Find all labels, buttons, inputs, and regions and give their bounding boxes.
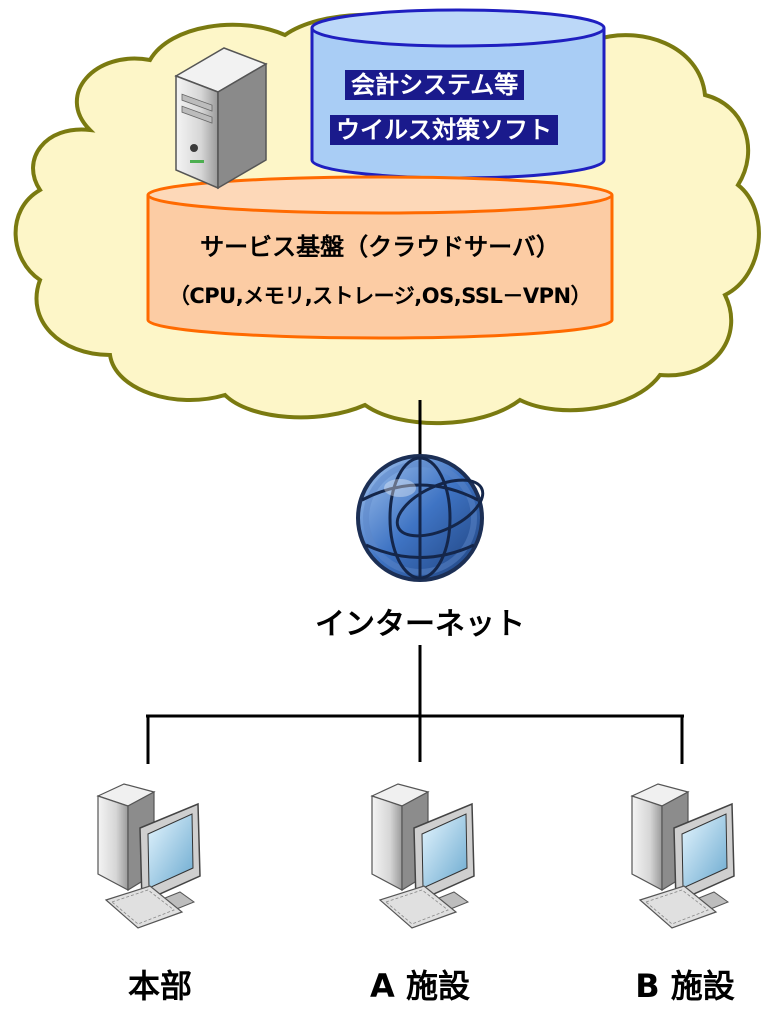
site-label-b: B 施設 xyxy=(635,967,735,1005)
site-label-a: A 施設 xyxy=(370,967,470,1005)
site-label-honbu: 本部 xyxy=(127,967,192,1005)
globe-icon xyxy=(356,454,485,582)
app-box-label-line2: ウイルス対策ソフト xyxy=(330,115,558,145)
service-cylinder xyxy=(146,175,614,340)
service-detail: （CPU,メモリ,ストレージ,OS,SSL－VPN） xyxy=(168,284,592,308)
service-title: サービス基盤（クラウドサーバ） xyxy=(200,233,560,261)
server-icon xyxy=(174,47,268,190)
app-box-label-line1: 会計システム等 xyxy=(345,70,525,100)
desktop-pc-icon xyxy=(370,783,475,929)
desktop-pc-icon xyxy=(96,783,201,929)
internet-label: インターネット xyxy=(315,607,525,642)
desktop-pc-icon xyxy=(630,783,735,929)
